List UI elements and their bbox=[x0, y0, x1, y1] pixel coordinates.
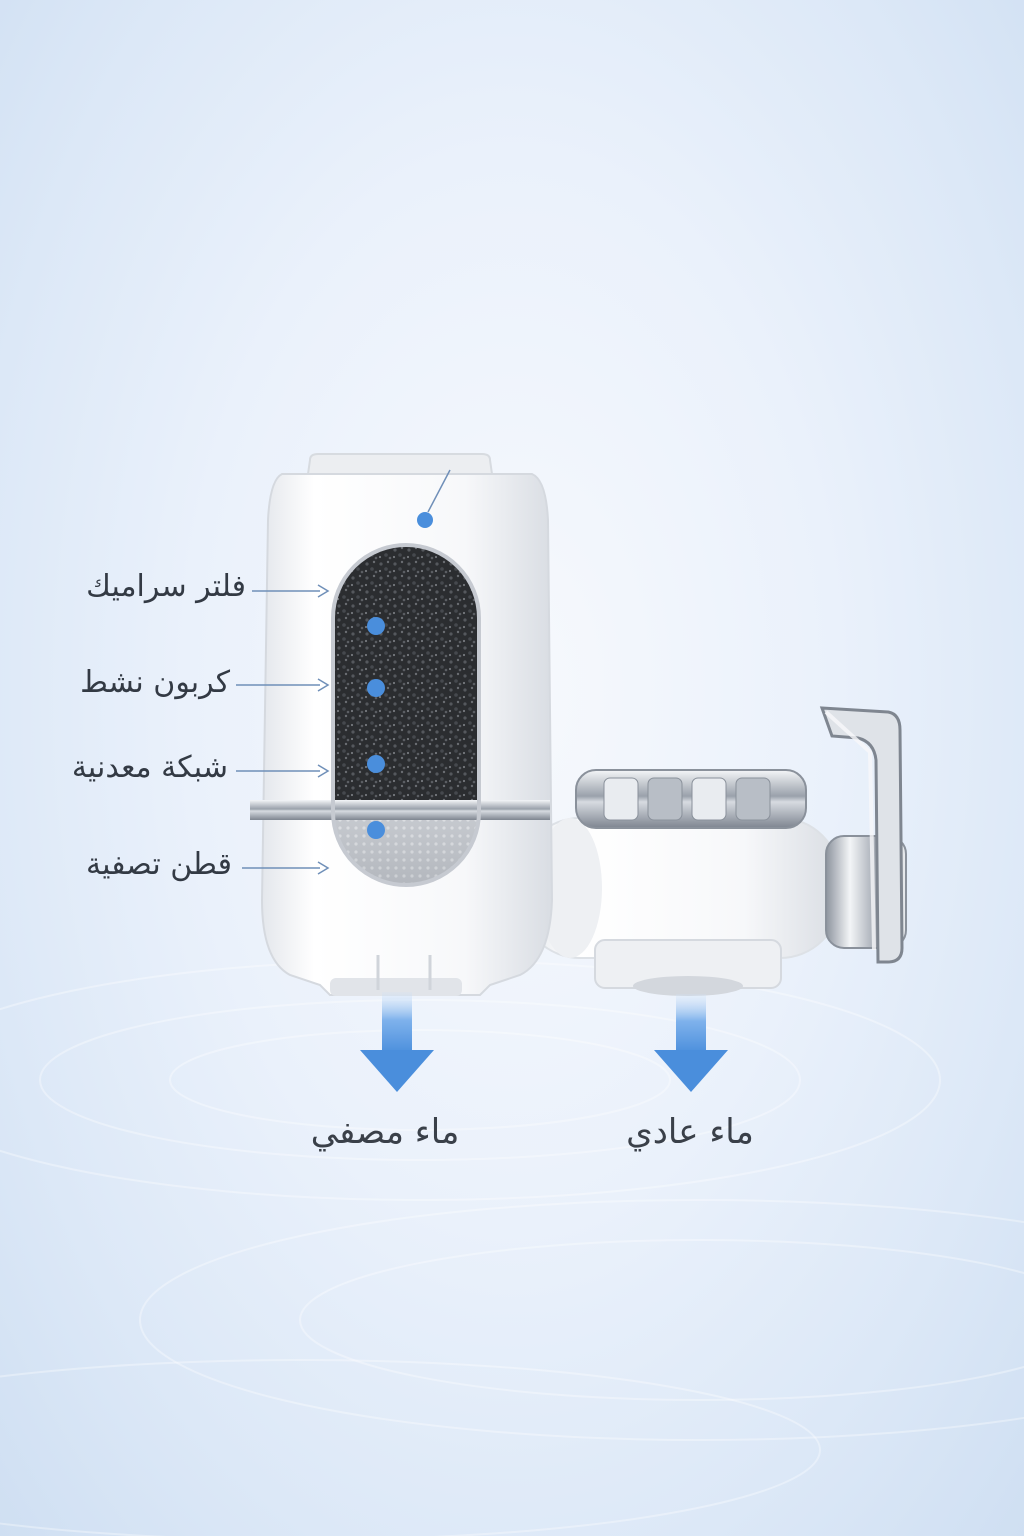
label-ceramic-filter: فلتر سراميك bbox=[86, 569, 246, 604]
marker-dot-icon bbox=[417, 512, 433, 528]
marker-dot-icon bbox=[367, 821, 385, 839]
layer-markers bbox=[236, 469, 451, 875]
down-arrow-icon bbox=[360, 992, 434, 1092]
label-activated-carbon: كربون نشط bbox=[80, 665, 230, 700]
filter-layers-window bbox=[333, 545, 479, 885]
valve-lever bbox=[819, 706, 907, 964]
label-filter-cotton: قطن تصفية bbox=[85, 847, 232, 882]
marker-dot-icon bbox=[367, 617, 385, 635]
marker-dot-icon bbox=[367, 679, 385, 697]
marker-dot-icon bbox=[367, 755, 385, 773]
label-filtered-water: ماء مصفي bbox=[310, 1112, 460, 1152]
down-arrow-icon bbox=[654, 994, 728, 1092]
label-regular-water: ماء عادي bbox=[626, 1112, 754, 1152]
label-metal-mesh: شبكة معدنية bbox=[71, 750, 228, 785]
chrome-adapter-ring bbox=[575, 769, 807, 829]
connector-tube bbox=[519, 817, 841, 996]
